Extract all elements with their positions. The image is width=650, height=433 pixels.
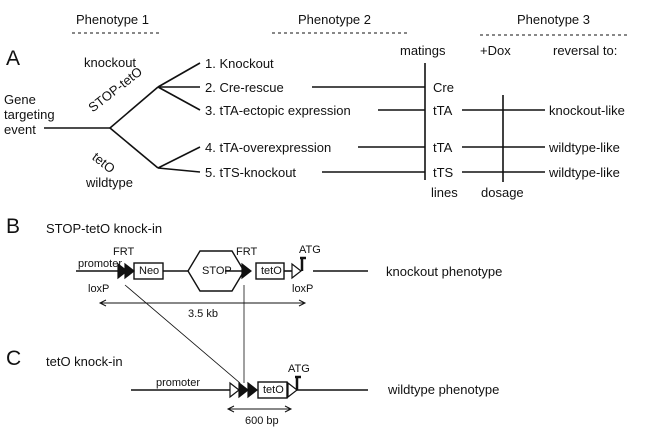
reversal-wildtype-like-2: wildtype-like xyxy=(549,165,620,180)
atg-label-b: ATG xyxy=(299,244,321,256)
lines-label: lines xyxy=(431,185,458,200)
loxp-site-left xyxy=(117,262,128,280)
size-label-b: 3.5 kb xyxy=(188,308,218,320)
line-label-tts: tTS xyxy=(433,165,454,180)
panel-b-letter: B xyxy=(6,215,21,238)
line-label-cre: Cre xyxy=(433,80,454,95)
promoter-label-b: promoter xyxy=(78,258,123,270)
header-phenotype-2: Phenotype 2 xyxy=(298,12,372,27)
loxp-site-c-right xyxy=(287,381,298,399)
neo-box-label: Neo xyxy=(139,265,160,277)
matings-label: matings xyxy=(400,43,446,58)
gene-label-3: event xyxy=(4,122,36,137)
dosage-label: dosage xyxy=(481,185,524,200)
gene-label-2: targeting xyxy=(4,107,55,122)
item-2: 2. Cre-rescue xyxy=(205,80,284,95)
knockout-phenotype-label: knockout phenotype xyxy=(386,264,503,279)
line-label-tta-1: tTA xyxy=(433,103,453,118)
promoter-label-c: promoter xyxy=(156,377,201,389)
frt-site-right xyxy=(241,262,252,280)
loxp-label-2: loxP xyxy=(292,283,314,295)
panel-c-letter: C xyxy=(6,347,22,370)
wildtype-label: wildtype xyxy=(86,175,133,190)
frt-label-1: FRT xyxy=(113,246,135,258)
reversal-knockout-like: knockout-like xyxy=(549,103,625,118)
panel-b-title: STOP-tetO knock-in xyxy=(46,221,163,236)
loxp-site-c xyxy=(229,381,240,399)
frt-site-c xyxy=(238,381,249,399)
gene-label-1: Gene xyxy=(4,92,36,107)
header-phenotype-3: Phenotype 3 xyxy=(517,12,591,27)
header-phenotype-1: Phenotype 1 xyxy=(76,12,150,27)
panel-a-letter: A xyxy=(6,47,21,70)
item-3: 3. tTA-ectopic expression xyxy=(205,103,351,118)
reversal-wildtype-like-1: wildtype-like xyxy=(549,140,620,155)
knockout-label: knockout xyxy=(84,55,137,70)
item-5: 5. tTS-knockout xyxy=(205,165,297,180)
teto-box-label-b: tetO xyxy=(261,265,282,277)
stop-box-label: STOP xyxy=(202,265,232,277)
teto-box-label-c: tetO xyxy=(263,384,284,396)
plus-dox-label: +Dox xyxy=(480,43,511,58)
atg-label-c: ATG xyxy=(288,363,310,375)
item-1: 1. Knockout xyxy=(205,56,274,71)
reversal-to-label: reversal to: xyxy=(553,43,618,58)
wildtype-phenotype-label: wildtype phenotype xyxy=(388,382,500,397)
frt-site-c2 xyxy=(247,381,258,399)
loxp-site-right xyxy=(291,262,302,280)
panel-c-title: tetO knock-in xyxy=(46,354,123,369)
item-4: 4. tTA-overexpression xyxy=(205,140,332,155)
size-label-c: 600 bp xyxy=(245,415,279,427)
frt-label-2: FRT xyxy=(236,246,258,258)
line-label-tta-2: tTA xyxy=(433,140,453,155)
loxp-label-1: loxP xyxy=(88,283,110,295)
frt-site-left xyxy=(124,262,135,280)
